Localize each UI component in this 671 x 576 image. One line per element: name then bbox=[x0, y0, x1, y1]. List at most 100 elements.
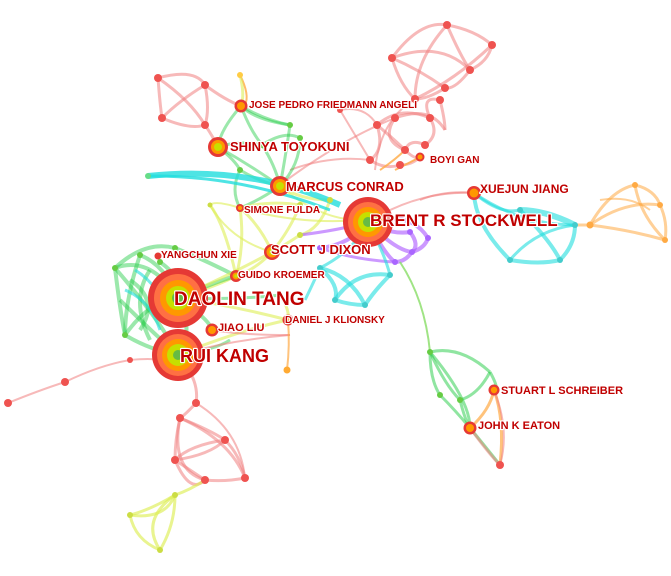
label-stuart-l-schreiber: STUART L SCHREIBER bbox=[501, 385, 623, 397]
label-boyi-gan: BOYI GAN bbox=[430, 155, 479, 166]
node bbox=[425, 235, 431, 241]
node bbox=[157, 259, 163, 265]
label-brent-r-stockwell: BRENT R STOCKWELL bbox=[370, 211, 558, 230]
node bbox=[241, 474, 249, 482]
node bbox=[297, 202, 303, 208]
node bbox=[201, 476, 209, 484]
node bbox=[632, 182, 638, 188]
node-daolin-tang[interactable] bbox=[148, 268, 208, 328]
labels: DAOLIN TANG RUI KANG BRENT R STOCKWELL S… bbox=[160, 99, 624, 433]
node-xuejun-jiang[interactable] bbox=[467, 186, 481, 200]
cyan-cluster-lower-edges bbox=[303, 221, 392, 307]
node bbox=[421, 141, 429, 149]
node bbox=[317, 245, 323, 251]
node bbox=[517, 207, 523, 213]
node bbox=[127, 357, 133, 363]
node bbox=[388, 54, 396, 62]
node bbox=[496, 461, 504, 469]
node bbox=[657, 202, 663, 208]
node bbox=[259, 142, 265, 148]
node bbox=[277, 292, 283, 298]
node bbox=[327, 197, 333, 203]
node-yangchun-xie[interactable] bbox=[154, 252, 162, 260]
node bbox=[586, 221, 594, 229]
node bbox=[392, 259, 398, 265]
node bbox=[507, 257, 513, 263]
node-john-k-eaton[interactable] bbox=[463, 421, 477, 435]
node bbox=[366, 156, 374, 164]
label-shinya-toyokuni: SHINYA TOYOKUNI bbox=[230, 139, 349, 154]
node-jose-pedro-friedmann-angeli[interactable] bbox=[234, 99, 248, 113]
label-rui-kang: RUI KANG bbox=[180, 346, 269, 366]
node bbox=[172, 245, 178, 251]
green-cluster-lower-right-edges bbox=[428, 349, 502, 466]
node bbox=[158, 114, 166, 122]
node-guido-kroemer[interactable] bbox=[230, 270, 242, 282]
node bbox=[401, 146, 409, 154]
node-rui-kang[interactable] bbox=[152, 329, 204, 381]
node bbox=[362, 302, 368, 308]
node-boyi-gan[interactable] bbox=[415, 152, 425, 162]
node bbox=[221, 436, 229, 444]
node bbox=[112, 265, 118, 271]
node bbox=[411, 95, 419, 103]
node-shinya-toyokuni[interactable] bbox=[208, 137, 228, 157]
node bbox=[154, 74, 162, 82]
cyan-streak-edges bbox=[147, 170, 342, 212]
node bbox=[317, 265, 323, 271]
node bbox=[237, 72, 243, 78]
red-cluster-upper-left-edges bbox=[156, 72, 242, 148]
node bbox=[157, 547, 163, 553]
node bbox=[122, 332, 128, 338]
node bbox=[572, 222, 578, 228]
label-xuejun-jiang: XUEJUN JIANG bbox=[480, 182, 569, 196]
node-scott-j-dixon[interactable] bbox=[264, 244, 280, 260]
node bbox=[283, 366, 291, 374]
small-nodes bbox=[4, 21, 668, 553]
node-stuart-l-schreiber[interactable] bbox=[488, 384, 500, 396]
node bbox=[297, 135, 303, 141]
green-streak-edges bbox=[399, 261, 431, 353]
node bbox=[437, 392, 443, 398]
label-simone-fulda: SIMONE FULDA bbox=[244, 205, 320, 216]
node bbox=[207, 202, 213, 208]
red-cluster-top-right-edges bbox=[374, 22, 494, 171]
label-marcus-conrad: MARCUS CONRAD bbox=[286, 179, 404, 194]
node bbox=[391, 114, 399, 122]
label-scott-j-dixon: SCOTT J DIXON bbox=[271, 242, 371, 257]
label-jose-pedro-friedmann-angeli: JOSE PEDRO FRIEDMANN ANGELI bbox=[249, 100, 417, 111]
orange-cluster-right-edges bbox=[574, 183, 668, 242]
node bbox=[557, 257, 563, 263]
node bbox=[466, 66, 474, 74]
node-marcus-conrad[interactable] bbox=[270, 176, 290, 196]
node bbox=[61, 378, 69, 386]
yellow-cluster-lower-left-edges bbox=[128, 478, 206, 552]
label-john-k-eaton: JOHN K EATON bbox=[478, 420, 560, 432]
node bbox=[337, 107, 343, 113]
node bbox=[407, 229, 413, 235]
label-daolin-tang: DAOLIN TANG bbox=[174, 289, 305, 310]
node-daniel-j-klionsky[interactable] bbox=[282, 314, 294, 326]
label-jiao-liu: JIAO LIU bbox=[218, 322, 265, 334]
node bbox=[662, 237, 668, 243]
node bbox=[145, 173, 151, 179]
node bbox=[201, 81, 209, 89]
node bbox=[137, 252, 143, 258]
node bbox=[373, 121, 381, 129]
node bbox=[387, 272, 393, 278]
node bbox=[287, 122, 293, 128]
node bbox=[427, 349, 433, 355]
node bbox=[127, 512, 133, 518]
node bbox=[436, 96, 444, 104]
node-brent-r-stockwell[interactable] bbox=[343, 197, 393, 247]
node bbox=[201, 121, 209, 129]
node-jiao-liu[interactable] bbox=[205, 323, 219, 337]
label-daniel-j-klionsky: DANIEL J KLIONSKY bbox=[285, 315, 385, 326]
node bbox=[409, 249, 415, 255]
label-guido-kroemer: GUIDO KROEMER bbox=[238, 270, 325, 281]
node bbox=[176, 414, 184, 422]
orange-small-edges bbox=[286, 319, 290, 371]
node-simone-fulda[interactable] bbox=[236, 204, 244, 212]
